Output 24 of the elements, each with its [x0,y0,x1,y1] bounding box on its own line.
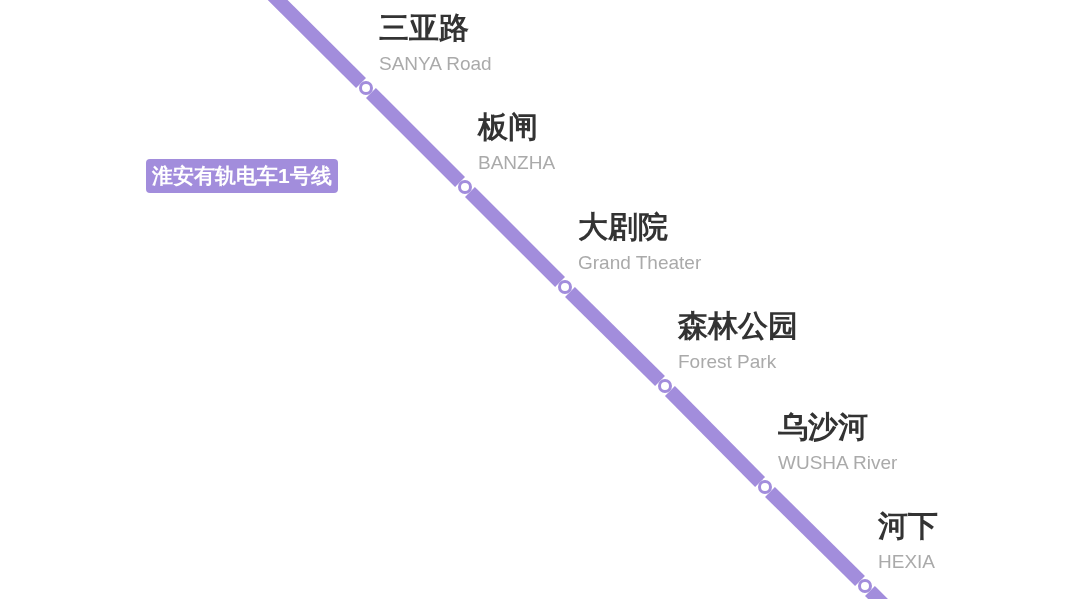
station-name-english: Grand Theater [578,252,702,274]
track-line [664,386,766,487]
station-name: 板闸 [478,109,538,145]
station-name: 乌沙河 [778,409,868,445]
station-name-english: Forest Park [678,351,777,373]
station-name: 森林公园 [678,308,798,344]
station-dot [558,280,572,294]
station-name-english: SANYA Road [379,53,492,75]
station-name-english: HEXIA [878,551,936,573]
station-dot [858,579,872,593]
station-name: 大剧院 [578,209,668,245]
station-name-english: WUSHA River [778,452,898,474]
station-dot [658,379,672,393]
station-name: 河下 [878,508,938,544]
track-line [565,286,665,387]
station-dot [758,480,772,494]
line-name-badge: 淮安有轨电车1号线 [146,159,338,193]
track-line [465,187,565,287]
track-line [765,486,865,587]
station-name-english: BANZHA [478,152,556,174]
station-name: 三亚路 [379,10,469,46]
station-dot [458,180,472,194]
station-dot [359,81,373,95]
track-line [366,88,465,187]
